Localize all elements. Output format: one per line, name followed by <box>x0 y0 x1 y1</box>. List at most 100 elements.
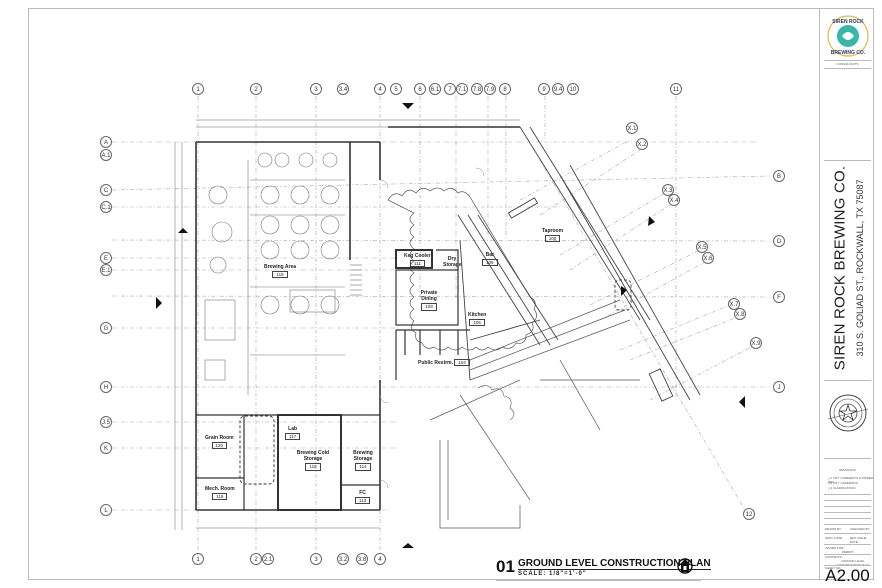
grid-bubble-top-3: 3 <box>310 83 322 95</box>
divider <box>824 380 871 381</box>
grid-bubble-X-1: X.1 <box>626 122 638 134</box>
contents-label: CONTENTS: <box>825 555 843 559</box>
divider <box>824 518 871 519</box>
grid-bubble-bottom-3-2: 3.2 <box>337 553 349 565</box>
divider <box>824 512 871 513</box>
divider <box>824 68 871 69</box>
grid-bubble-bottom-3: 3 <box>310 553 322 565</box>
grid-bubble-12: 12 <box>743 508 755 520</box>
room-dry-storage: Dry Storage <box>443 256 462 268</box>
consultants-label: CONSULTANTS <box>836 62 859 66</box>
room-public-restroom: Public Restrm. 104 <box>418 358 470 366</box>
grid-bubble-top-8: 8 <box>499 83 511 95</box>
grid-bubble-top-10: 10 <box>567 83 579 95</box>
divider <box>824 506 871 507</box>
grid-bubble-bottom-2: 2 <box>250 553 262 565</box>
grid-bubble-top-7-8: 7.8 <box>471 83 483 95</box>
grid-bubble-bottom-2-1: 2.1 <box>262 553 274 565</box>
grid-bubble-top-9-4: 9.4 <box>552 83 564 95</box>
grid-bubble-left-L: L <box>100 504 112 516</box>
project-info: SIREN ROCK BREWING CO. 310 S. GOLIAD ST.… <box>826 158 870 378</box>
rev-issue-date-label: REV. ISSUE DATE: <box>850 536 867 544</box>
grid-bubble-X-4: X.4 <box>668 194 680 206</box>
divider <box>824 160 871 161</box>
grid-bubble-left-E: E <box>100 252 112 264</box>
divider <box>824 494 871 495</box>
sheet-no-label: SHEET NO. <box>825 566 842 570</box>
grid-bubble-top-6-1: 6.1 <box>429 83 441 95</box>
grid-bubble-right-D: D <box>773 235 785 247</box>
grid-bubble-X-8: X.8 <box>734 308 746 320</box>
siren-rock-logo-icon: SIREN ROCK BREWING CO. <box>827 15 869 57</box>
revisions-title: REVISIONS <box>839 468 856 472</box>
divider <box>824 60 871 61</box>
grid-bubble-right-F: F <box>773 291 785 303</box>
grid-bubble-X-9: X.9 <box>750 337 762 349</box>
grid-bubble-X-3: X.3 <box>662 184 674 196</box>
sheet-number: A2.00 <box>825 566 870 585</box>
grid-bubble-top-7-9: 7.9 <box>484 83 496 95</box>
divider <box>824 524 871 525</box>
grid-bubble-left-G: G <box>100 322 112 334</box>
grid-bubble-top-2: 2 <box>250 83 262 95</box>
grid-bubble-top-9: 9 <box>538 83 550 95</box>
seal-caption <box>820 436 875 440</box>
revision-row: △2 CITY COMMENTS <box>828 481 858 485</box>
grid-bubble-left-H: H <box>100 381 112 393</box>
project-name: SIREN ROCK BREWING CO. <box>831 165 849 371</box>
plan-number: 01 <box>496 557 515 576</box>
grid-bubble-top-7-1: 7.1 <box>456 83 468 95</box>
issued-for-value: PERMIT <box>842 550 854 554</box>
divider <box>824 565 871 566</box>
grid-bubble-top-3-4: 3.4 <box>337 83 349 95</box>
plan-scale: SCALE: 1/8"=1'-0" <box>518 571 587 577</box>
grid-bubble-top-4: 4 <box>374 83 386 95</box>
grid-bubble-X-6: X.6 <box>702 252 714 264</box>
orig-date-label: ORIG. DATE: <box>825 536 843 540</box>
architect-seal-icon <box>828 394 868 432</box>
revision-row: △3 CLARIFICATION <box>828 486 856 490</box>
grid-bubble-right-B: B <box>773 170 785 182</box>
project-address: 310 S. GOLIAD ST., ROCKWALL, TX 75087 <box>855 179 865 357</box>
divider <box>824 533 871 534</box>
grid-bubble-top-6: 6 <box>414 83 426 95</box>
grid-bubble-right-J: J <box>773 381 785 393</box>
grid-bubble-top-5: 5 <box>390 83 402 95</box>
svg-text:BREWING CO.: BREWING CO. <box>831 50 866 56</box>
plan-title: GROUND LEVEL CONSTRUCTION PLAN <box>518 558 711 570</box>
grid-bubble-left-C-1: C.1 <box>100 201 112 213</box>
title-block: SIREN ROCK BREWING CO. CONSULTANTS SIREN… <box>819 8 875 585</box>
divider <box>824 554 871 555</box>
svg-text:SIREN ROCK: SIREN ROCK <box>832 19 864 25</box>
grid-bubble-bottom-3-8: 3.8 <box>356 553 368 565</box>
grid-bubble-left-J-5: J.5 <box>100 416 112 428</box>
checked-by-label: CHECKED BY: <box>850 527 871 531</box>
grid-bubble-left-A-1: A.1 <box>100 149 112 161</box>
grid-bubble-top-11: 11 <box>670 83 682 95</box>
title-underline <box>496 580 701 581</box>
divider <box>824 544 871 545</box>
grid-bubble-top-7: 7 <box>444 83 456 95</box>
grid-bubble-left-A: A <box>100 136 112 148</box>
divider <box>824 500 871 501</box>
sheet-border <box>28 8 874 580</box>
revision-row: △1 CITY COMMENTS & OWNER REV. <box>828 476 874 484</box>
grid-bubble-left-K: K <box>100 442 112 454</box>
grid-bubble-left-C: C <box>100 184 112 196</box>
issued-for-label: ISSUED FOR: <box>825 546 845 550</box>
grid-bubble-bottom-1: 1 <box>192 553 204 565</box>
grid-bubble-X-5: X.5 <box>696 241 708 253</box>
